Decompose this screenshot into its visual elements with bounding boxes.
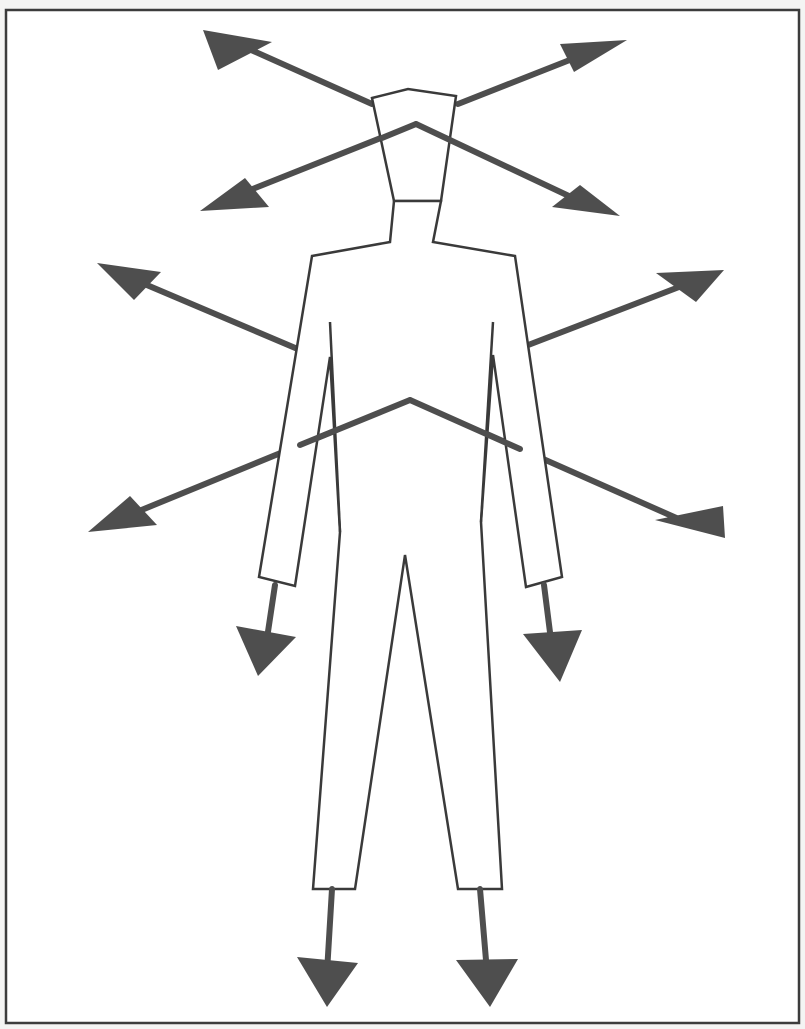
human-figure-diagram bbox=[0, 0, 805, 1029]
diagram-canvas bbox=[0, 0, 805, 1029]
